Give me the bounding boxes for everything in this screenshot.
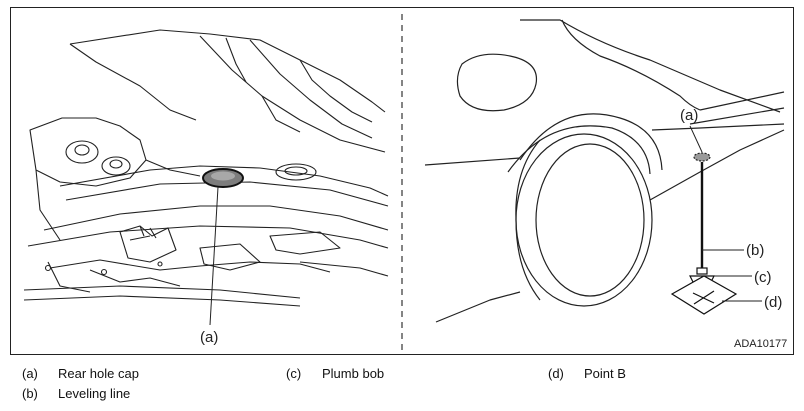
- rear-hole-cap-highlight: [211, 171, 235, 181]
- legend-code-b: (b): [22, 386, 38, 401]
- callout-d: (d): [764, 294, 782, 311]
- legend-code-d: (d): [548, 366, 564, 381]
- legend-label-c: Plumb bob: [322, 366, 385, 381]
- figure-frame: [10, 7, 794, 355]
- underbody-illustration: [23, 29, 389, 307]
- leader-line-a-right: [689, 125, 703, 153]
- point-b-cross-2: [693, 290, 715, 305]
- callout-c: (c): [754, 269, 772, 286]
- callout-b: (b): [746, 242, 764, 259]
- leader-line-a-left: [209, 186, 219, 326]
- legend-code-c: (c): [286, 366, 302, 381]
- point-b-marker: [670, 275, 738, 315]
- legend: (a) Rear hole cap (b) Leveling line (c) …: [0, 362, 804, 408]
- callout-a-left: (a): [200, 329, 218, 346]
- hole-cap-marker: [693, 152, 711, 162]
- service-figure: (a) (a) (b) (c) (: [10, 7, 794, 355]
- rear-body-illustration: [424, 19, 785, 323]
- legend-label-d: Point B: [584, 366, 626, 381]
- legend-label-a: Rear hole cap: [58, 366, 139, 381]
- legend-code-a: (a): [22, 366, 38, 381]
- callout-a-right: (a): [680, 107, 698, 124]
- figure-id: ADA10177: [734, 338, 787, 350]
- legend-label-b: Leveling line: [58, 386, 131, 401]
